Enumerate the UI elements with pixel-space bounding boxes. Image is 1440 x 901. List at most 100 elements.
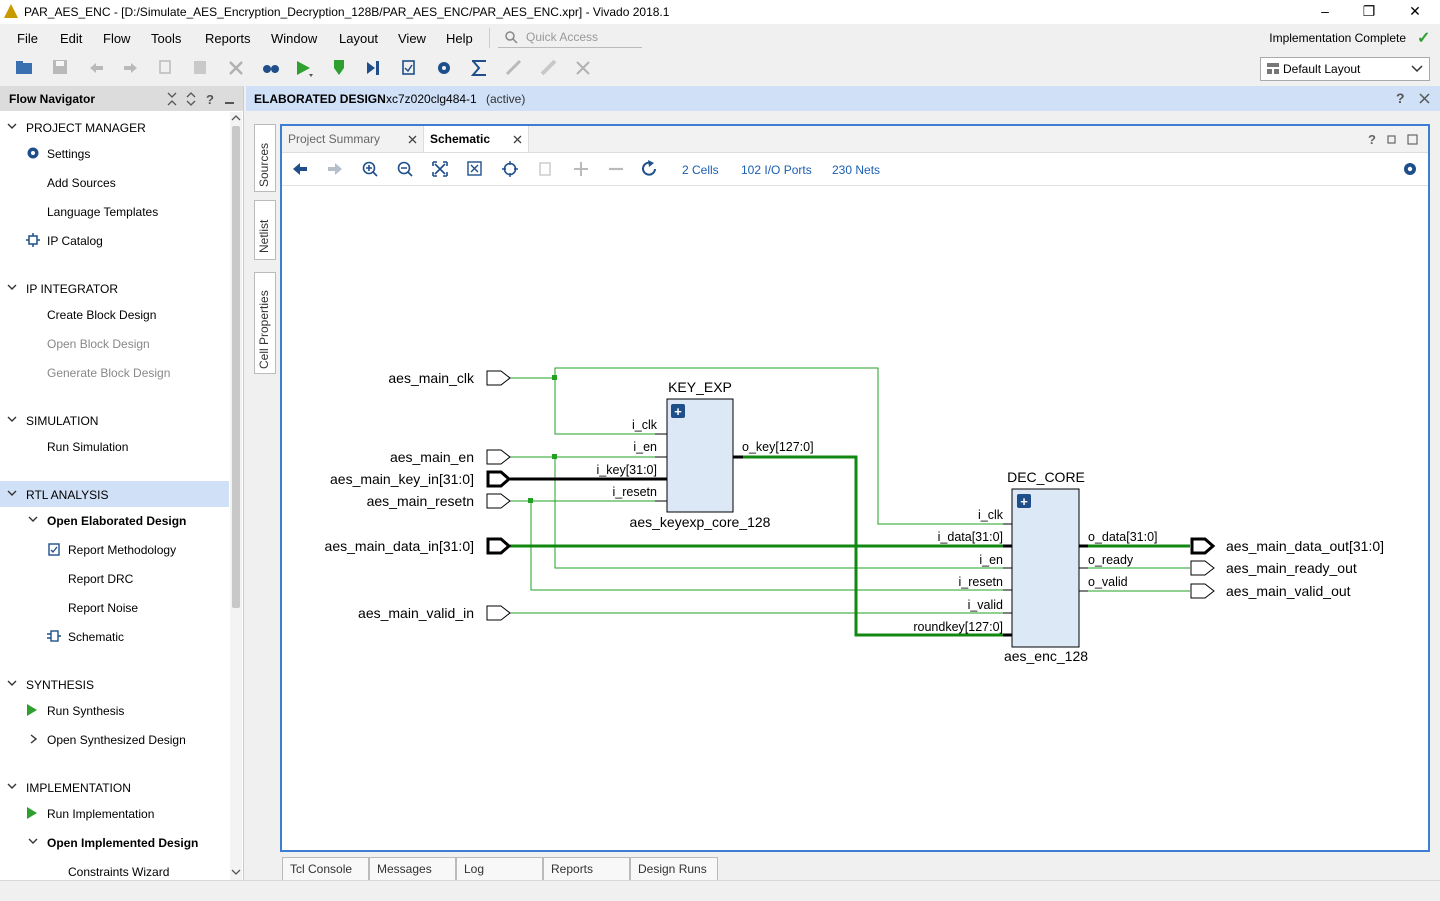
menu-edit[interactable]: Edit bbox=[60, 31, 83, 46]
nav-add-sources[interactable]: Add Sources bbox=[47, 176, 116, 190]
nav-open-implemented-design[interactable]: Open Implemented Design bbox=[47, 836, 199, 850]
menu-help[interactable]: Help bbox=[446, 31, 473, 46]
port-aes-main-valid-out: aes_main_valid_out bbox=[1226, 583, 1351, 599]
menu-view[interactable]: View bbox=[398, 31, 426, 46]
edit-icon bbox=[540, 59, 557, 76]
close-icon bbox=[408, 135, 417, 144]
menu-flow[interactable]: Flow bbox=[103, 31, 131, 46]
dec-core-cell-type: aes_enc_128 bbox=[1004, 648, 1088, 664]
menu-file[interactable]: File bbox=[17, 31, 38, 46]
wire-en-deccore bbox=[554, 457, 1023, 569]
nav-report-drc[interactable]: Report DRC bbox=[68, 572, 134, 586]
chevron-right-icon[interactable] bbox=[30, 734, 38, 744]
nav-ip-catalog[interactable]: IP Catalog bbox=[47, 234, 103, 248]
nav-open-synthesized-design[interactable]: Open Synthesized Design bbox=[47, 733, 186, 747]
nav-report-methodology[interactable]: Report Methodology bbox=[68, 543, 177, 557]
scroll-down-icon[interactable] bbox=[231, 868, 241, 876]
bus-output-port-symbol bbox=[1190, 537, 1216, 555]
nav-run-implementation[interactable]: Run Implementation bbox=[47, 807, 155, 821]
restore-icon bbox=[1387, 135, 1396, 144]
pin-i-data: i_data[31:0] bbox=[938, 530, 1003, 544]
port-aes-main-clk: aes_main_clk bbox=[388, 370, 475, 386]
quick-access-placeholder: Quick Access bbox=[526, 30, 599, 44]
quick-access-input[interactable]: Quick Access bbox=[498, 27, 642, 48]
section-project-manager[interactable]: PROJECT MANAGER bbox=[26, 121, 146, 135]
menu-reports[interactable]: Reports bbox=[205, 31, 251, 46]
section-synthesis[interactable]: SYNTHESIS bbox=[26, 678, 95, 692]
tab-sources[interactable]: Sources bbox=[254, 124, 276, 192]
nav-open-elaborated-design[interactable]: Open Elaborated Design bbox=[47, 514, 187, 528]
refresh-icon bbox=[642, 160, 656, 176]
tab-cell-properties[interactable]: Cell Properties bbox=[254, 272, 276, 374]
implementation-status: Implementation Complete bbox=[1269, 31, 1406, 45]
ungroup-icon bbox=[539, 162, 551, 176]
layout-select[interactable]: Default Layout bbox=[1260, 57, 1430, 81]
nav-language-templates[interactable]: Language Templates bbox=[47, 205, 159, 219]
pin-o-key: o_key[127:0] bbox=[742, 440, 814, 454]
pin-i-en: i_en bbox=[979, 553, 1003, 567]
open-project-icon bbox=[16, 61, 32, 74]
tab-log[interactable]: Log bbox=[456, 857, 543, 880]
status-bar bbox=[0, 880, 1440, 901]
chevron-down-icon[interactable] bbox=[7, 416, 17, 424]
scroll-up-icon[interactable] bbox=[231, 114, 241, 122]
nav-create-block-design[interactable]: Create Block Design bbox=[47, 308, 157, 322]
nav-run-synthesis[interactable]: Run Synthesis bbox=[47, 704, 125, 718]
toolbar-icons bbox=[16, 59, 590, 77]
chevron-down-icon[interactable] bbox=[28, 838, 38, 846]
port-aes-main-en: aes_main_en bbox=[390, 449, 474, 465]
tab-netlist[interactable]: Netlist bbox=[254, 200, 276, 260]
wire-clk-keyexp bbox=[510, 377, 667, 435]
center-icon bbox=[502, 161, 518, 177]
cells-count-link[interactable]: 2 Cells bbox=[682, 163, 719, 177]
nav-constraints-wizard[interactable]: Constraints Wizard bbox=[68, 865, 170, 879]
section-implementation[interactable]: IMPLEMENTATION bbox=[26, 781, 131, 795]
tab-reports[interactable]: Reports bbox=[543, 857, 630, 880]
chevron-down-icon[interactable] bbox=[7, 490, 17, 498]
menu-window[interactable]: Window bbox=[271, 31, 318, 46]
navigator-scroll-thumb[interactable] bbox=[232, 126, 240, 608]
chevron-down-icon[interactable] bbox=[7, 123, 17, 131]
tab-design-runs[interactable]: Design Runs bbox=[630, 857, 718, 880]
schematic-canvas[interactable]: + + aes_main_clk aes_main_en aes_main_ke… bbox=[282, 186, 1428, 850]
nav-schematic[interactable]: Schematic bbox=[68, 630, 125, 644]
section-rtl-analysis[interactable]: RTL ANALYSIS bbox=[26, 488, 109, 502]
check-icon: ✓ bbox=[1417, 30, 1431, 47]
tab-messages[interactable]: Messages bbox=[369, 857, 456, 880]
tab-tcl-console[interactable]: Tcl Console bbox=[282, 857, 369, 880]
bus-wires bbox=[510, 455, 1190, 637]
io-ports-count-link[interactable]: 102 I/O Ports bbox=[741, 163, 812, 177]
tab-schematic[interactable]: Schematic bbox=[423, 126, 529, 152]
section-simulation[interactable]: SIMULATION bbox=[26, 414, 99, 428]
run-icon bbox=[297, 61, 313, 77]
nav-run-simulation[interactable]: Run Simulation bbox=[47, 440, 129, 454]
menu-layout[interactable]: Layout bbox=[339, 31, 379, 46]
title-bar: PAR_AES_ENC - [D:/Simulate_AES_Encryptio… bbox=[0, 0, 1440, 24]
menu-tools[interactable]: Tools bbox=[151, 31, 182, 46]
settings-gear-icon[interactable] bbox=[1402, 161, 1418, 177]
nav-report-noise[interactable]: Report Noise bbox=[68, 601, 139, 615]
wire-resetn-deccore bbox=[530, 501, 1023, 591]
minimize-button[interactable]: – bbox=[1321, 3, 1329, 19]
chevron-down-icon[interactable] bbox=[7, 680, 17, 688]
nav-open-block-design: Open Block Design bbox=[47, 337, 150, 351]
pin-o-valid: o_valid bbox=[1088, 575, 1128, 589]
input-port-labels: aes_main_clk aes_main_en aes_main_key_in… bbox=[325, 370, 475, 621]
nav-settings[interactable]: Settings bbox=[47, 147, 91, 161]
design-title: ELABORATED DESIGN bbox=[254, 92, 386, 106]
expand-cell-icon bbox=[671, 404, 685, 418]
tab-project-summary[interactable]: Project Summary bbox=[282, 126, 422, 152]
maximize-button[interactable]: ❐ bbox=[1362, 3, 1376, 19]
port-aes-main-ready-out: aes_main_ready_out bbox=[1226, 560, 1357, 576]
close-button[interactable]: ✕ bbox=[1409, 3, 1421, 19]
chevron-down-icon[interactable] bbox=[7, 783, 17, 791]
window-title: PAR_AES_ENC - [D:/Simulate_AES_Encryptio… bbox=[24, 5, 670, 19]
nets-count-link[interactable]: 230 Nets bbox=[832, 163, 881, 177]
chevron-down-icon[interactable] bbox=[7, 284, 17, 292]
binoculars-icon bbox=[263, 65, 279, 73]
pin-o-ready: o_ready bbox=[1088, 553, 1134, 567]
section-ip-integrator[interactable]: IP INTEGRATOR bbox=[26, 282, 119, 296]
ip-icon bbox=[26, 233, 40, 247]
chevron-down-icon[interactable] bbox=[28, 516, 38, 524]
chevron-down-icon bbox=[1411, 65, 1423, 73]
